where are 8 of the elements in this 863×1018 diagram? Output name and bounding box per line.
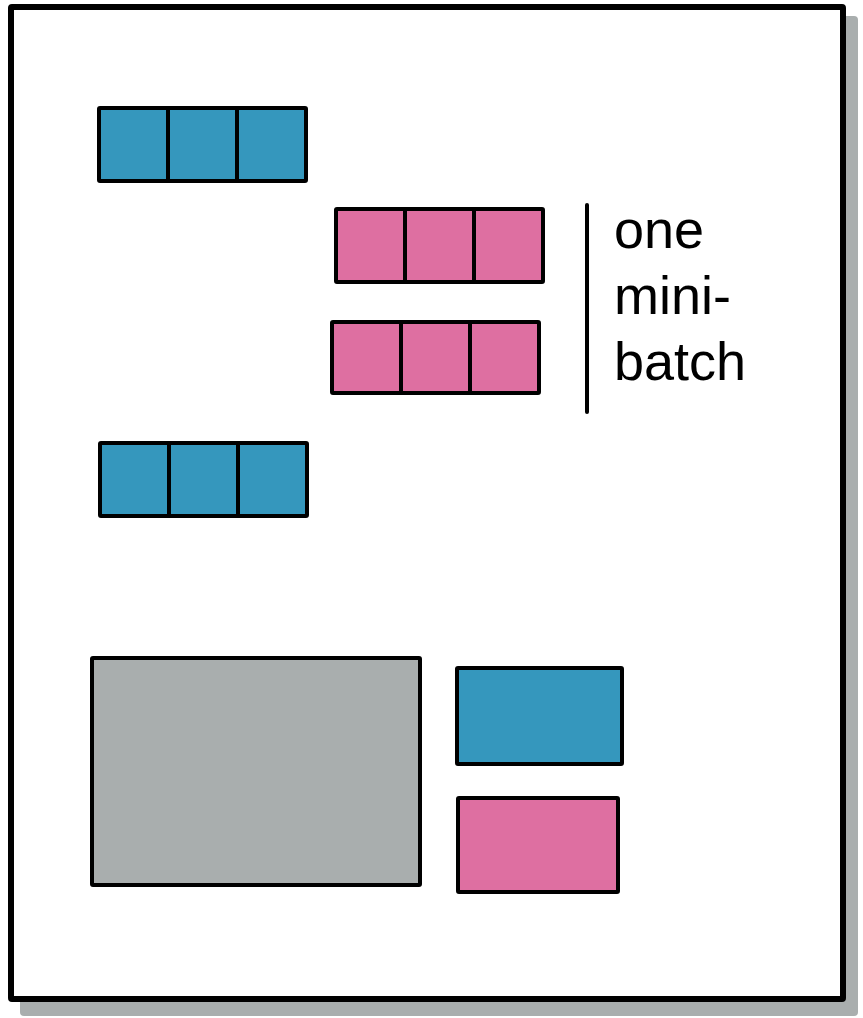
annotation-text: one mini-batch bbox=[614, 198, 748, 393]
cell-strip bbox=[330, 320, 541, 395]
rectangle bbox=[456, 796, 620, 894]
cell-strip bbox=[97, 106, 308, 183]
cell-strip bbox=[98, 441, 309, 518]
large-rectangle bbox=[90, 656, 422, 887]
rectangle bbox=[455, 666, 624, 766]
cell-strip bbox=[334, 207, 545, 284]
